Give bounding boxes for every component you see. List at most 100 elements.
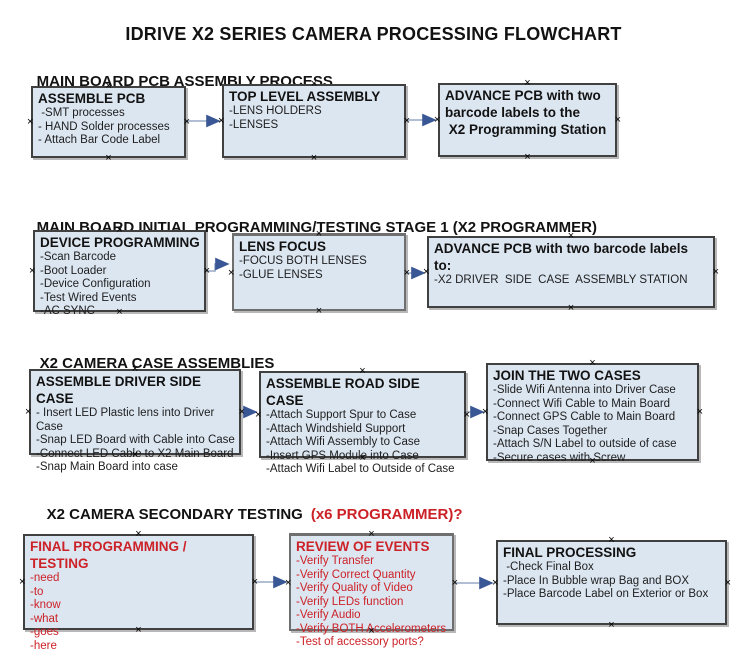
page-title: IDRIVE X2 SERIES CAMERA PROCESSING FLOWC…	[125, 24, 622, 44]
flow-box-assemble-road-side-case[interactable]: ASSEMBLE ROAD SIDE CASE -Attach Support …	[255, 366, 470, 476]
flow-box-review-of-events[interactable]: REVIEW OF EVENTS -Verify Transfer-Verify…	[285, 528, 458, 649]
box-item: -Attach Wifi Label to Outside of Case	[266, 463, 455, 475]
anchor-handle-icon: ×	[614, 114, 621, 126]
box-items: - Insert LED Plastic lens into Driver Ca…	[36, 407, 235, 475]
flow-box-assemble-driver-side-case[interactable]: ASSEMBLE DRIVER SIDE CASE - Insert LED P…	[25, 364, 245, 474]
box-items: -Slide Wifi Antenna into Driver Case-Con…	[493, 384, 693, 465]
box-item: -Scan Barcode	[40, 251, 117, 263]
anchor-handle-icon: ×	[315, 228, 323, 240]
box-item: -here	[30, 639, 57, 652]
box-title: JOIN THE TWO CASES	[493, 368, 641, 383]
flow-box-assemble-pcb[interactable]: ASSEMBLE PCB -SMT processes- HAND Solder…	[27, 81, 190, 164]
anchor-handle-icon: ×	[724, 576, 731, 589]
box-item: -Test Wired Events	[40, 291, 137, 304]
box-items: -SMT processes- HAND Solder processes- A…	[38, 107, 180, 148]
anchor-handle-icon: ×	[359, 452, 366, 464]
anchor-handle-icon: ×	[116, 306, 123, 318]
box-item: - Insert LED Plastic lens into Driver Ca…	[36, 407, 218, 433]
anchor-handle-icon: ×	[27, 116, 34, 128]
flow-box-advance-to-programming-station[interactable]: ADVANCE PCB with two barcode labels to t…	[434, 78, 621, 163]
box-item: -Attach Windshield Support	[266, 422, 406, 435]
anchor-handle-icon: ×	[25, 406, 32, 418]
anchor-handle-icon: ×	[608, 619, 615, 631]
box-item: -Connect GPS Cable to Main Board	[493, 411, 676, 423]
anchor-handle-icon: ×	[251, 576, 258, 588]
box-title: TOP LEVEL ASSEMBLY	[229, 89, 381, 104]
box-title: LENS FOCUS	[239, 239, 327, 254]
anchor-handle-icon: ×	[482, 406, 489, 418]
box-item: -Verify Correct Quantity	[296, 568, 416, 581]
anchor-handle-icon: ×	[524, 77, 531, 89]
anchor-handle-icon: ×	[238, 406, 245, 418]
box-items: -LENS HOLDERS-LENSES	[229, 105, 400, 132]
anchor-handle-icon: ×	[285, 576, 292, 589]
anchor-handle-icon: ×	[131, 449, 139, 461]
box-items: -X2 DRIVER SIDE CASE ASSEMBLY STATION	[434, 274, 709, 288]
anchor-handle-icon: ×	[315, 305, 323, 317]
box-item: -Connect Wifi Cable to Main Board	[493, 397, 671, 410]
box-item: -LENS HOLDERS	[229, 105, 322, 117]
flow-box-device-programming[interactable]: DEVICE PROGRAMMING -Scan Barcode-Boot Lo…	[29, 225, 210, 318]
anchor-handle-icon: ×	[567, 230, 575, 242]
box-item: -LENSES	[229, 118, 279, 131]
box-item: -what	[30, 612, 59, 625]
connector-arrow[interactable]	[206, 257, 230, 272]
anchor-handle-icon: ×	[310, 152, 318, 164]
box-item: -Place In Bubble wrap Bag and BOX	[503, 574, 690, 587]
box-title: DEVICE PROGRAMMING	[40, 235, 200, 250]
box-item: -Insert GPS Module into Case	[266, 449, 419, 462]
anchor-handle-icon: ×	[589, 455, 596, 467]
box-items: -FOCUS BOTH LENSES-GLUE LENSES	[239, 255, 400, 282]
box-item: - Attach Bar Code Label	[38, 134, 161, 146]
box-item: -Verify Quality of Video	[296, 582, 413, 594]
box-item: -X2 DRIVER SIDE CASE ASSEMBLY STATION	[434, 274, 688, 286]
section-heading-secondary-testing: X2 CAMERA SECONDARY TESTING (x6 PROGRAMME…	[30, 489, 463, 540]
box-item: -AC SYNC	[40, 305, 95, 317]
flow-box-final-processing[interactable]: FINAL PROCESSING -Check Final Box-Place …	[492, 535, 731, 631]
box-item: -Verify LEDs function	[296, 595, 404, 608]
box-items: -need-to-know-what-goes-here	[30, 572, 248, 653]
box-item: -to	[30, 585, 44, 598]
anchor-handle-icon: ×	[712, 266, 719, 278]
box-item: -Snap Cases Together	[493, 424, 608, 437]
anchor-handle-icon: ×	[135, 624, 142, 636]
anchor-handle-icon: ×	[368, 625, 375, 637]
anchor-handle-icon: ×	[451, 576, 458, 589]
anchor-handle-icon: ×	[696, 406, 703, 418]
box-item: -Check Final Box	[503, 561, 594, 573]
anchor-handle-icon: ×	[29, 265, 36, 277]
box-items: -Scan Barcode-Boot Loader-Device Configu…	[40, 251, 200, 319]
flow-box-lens-focus[interactable]: LENS FOCUS -FOCUS BOTH LENSES-GLUE LENSE…	[228, 228, 410, 317]
box-item: -Verify BOTH Accelerometers	[296, 622, 447, 635]
box-item: -GLUE LENSES	[239, 268, 323, 281]
box-item: -SMT processes	[38, 107, 125, 119]
box-title: ASSEMBLE PCB	[38, 91, 146, 106]
flow-box-join-the-two-cases[interactable]: JOIN THE TWO CASES -Slide Wifi Antenna i…	[482, 358, 703, 467]
anchor-handle-icon: ×	[463, 408, 470, 421]
anchor-handle-icon: ×	[359, 365, 366, 377]
anchor-handle-icon: ×	[434, 114, 441, 126]
anchor-handle-icon: ×	[492, 576, 499, 589]
box-item: -Attach Support Spur to Case	[266, 409, 417, 421]
anchor-handle-icon: ×	[203, 265, 210, 277]
box-item: -Secure cases with Screw	[493, 451, 626, 464]
anchor-handle-icon: ×	[368, 528, 375, 540]
anchor-handle-icon: ×	[608, 534, 615, 546]
box-item: -need	[30, 572, 60, 584]
box-item: -Place Barcode Label on Exterior or Box	[503, 588, 709, 600]
box-item: -Verify Audio	[296, 609, 361, 621]
box-item: -Test of accessory ports?	[296, 636, 424, 648]
flow-box-top-level-assembly[interactable]: TOP LEVEL ASSEMBLY -LENS HOLDERS-LENSES …	[218, 79, 410, 164]
anchor-handle-icon: ×	[19, 576, 26, 588]
heading-text: X2 CAMERA SECONDARY TESTING	[46, 506, 303, 523]
box-items: -Attach Support Spur to Case-Attach Wind…	[266, 409, 460, 477]
flow-box-advance-to-driver-side-station[interactable]: ADVANCE PCB with two barcode labels to: …	[423, 231, 719, 314]
box-title: ASSEMBLE ROAD SIDE CASE	[266, 376, 424, 408]
anchor-handle-icon: ×	[218, 115, 225, 127]
flow-box-final-programming-testing[interactable]: FINAL PROGRAMMING / TESTING -need-to-kno…	[19, 529, 258, 652]
heading-red-text: (x6 PROGRAMMER)?	[310, 506, 463, 523]
anchor-handle-icon: ×	[567, 302, 575, 314]
anchor-handle-icon: ×	[255, 408, 262, 421]
